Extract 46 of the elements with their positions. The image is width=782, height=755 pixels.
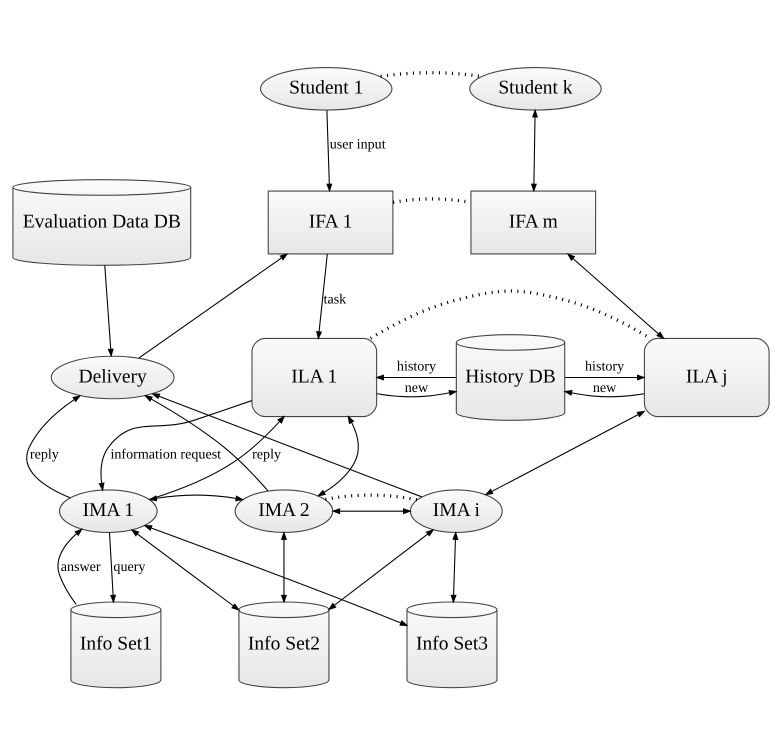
arrow (331, 508, 412, 514)
arrow (108, 532, 116, 604)
arrow (104, 265, 114, 358)
arrow (565, 374, 646, 381)
edge-label: reply (30, 446, 59, 463)
arrow (148, 494, 244, 502)
arrow (280, 531, 287, 604)
edge-label: information request (110, 446, 222, 463)
arrow (138, 253, 288, 358)
edge-label: query (113, 559, 146, 576)
connector (325, 493, 418, 502)
edge-label: user input (330, 136, 386, 153)
node-ellipse: Student k (469, 67, 602, 111)
arrow (376, 390, 458, 398)
arrow (563, 390, 644, 398)
arrow (328, 529, 434, 610)
arrow (144, 395, 268, 492)
arrow (316, 415, 359, 497)
edge-label: new (404, 380, 428, 396)
node-box: IFA 1 (268, 190, 394, 254)
arrow (484, 410, 646, 496)
node-ellipse: Student 1 (260, 67, 392, 111)
arrow (58, 528, 83, 605)
node-box: ILA j (644, 338, 770, 418)
arrow (316, 254, 328, 340)
edge-label: answer (60, 559, 101, 576)
node-box: IFA m (470, 190, 596, 254)
arrow (375, 374, 456, 381)
edge-label: reply (252, 446, 282, 463)
edge-label: task (324, 292, 346, 308)
edge-label: history (396, 358, 436, 374)
connector (380, 71, 482, 78)
arrow (130, 529, 240, 611)
arrow (26, 394, 82, 498)
arrow (450, 531, 458, 604)
arrow (326, 110, 332, 192)
node-box: ILA 1 (251, 338, 378, 418)
arrow (98, 400, 252, 492)
edge-label: new (592, 380, 616, 396)
arrow (566, 253, 665, 340)
edge-label: history (585, 358, 624, 374)
arrow (151, 393, 422, 498)
arrow (143, 525, 409, 626)
arrow (530, 108, 538, 192)
arrow (149, 415, 286, 500)
connector (392, 197, 472, 204)
